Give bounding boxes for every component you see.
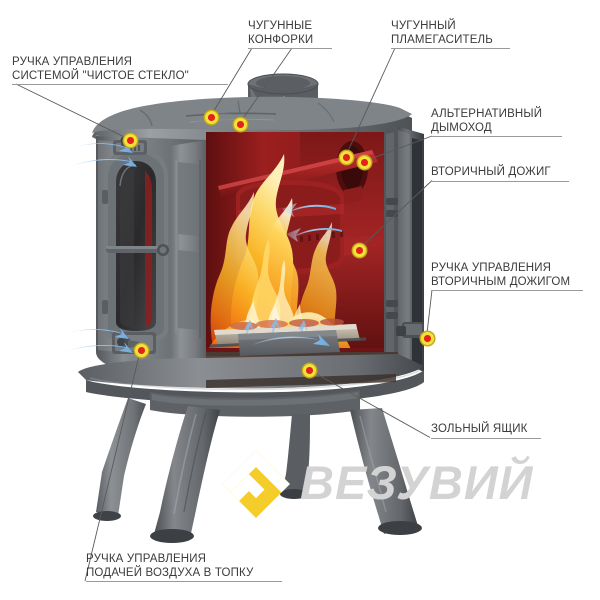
callout-dot-ash-box[interactable] xyxy=(302,363,317,378)
primary-air-jets xyxy=(242,318,308,352)
right-open-door xyxy=(384,126,424,372)
callout-dot-air-supply-handle[interactable] xyxy=(134,343,149,358)
callout-dot-alternative-chimney[interactable] xyxy=(357,155,372,170)
callout-label-line: СИСТЕМОЙ "ЧИСТОЕ СТЕКЛО" xyxy=(12,69,189,82)
callout-underline xyxy=(391,48,510,49)
leader-line-secondary-afterburn-handle xyxy=(426,289,433,338)
door-handle xyxy=(106,244,169,256)
left-side-door xyxy=(102,148,169,344)
brand-watermark-text: ВЕЗУВИЙ xyxy=(300,456,534,509)
callout-underline xyxy=(431,136,562,137)
brand-watermark: ВЕЗУВИЙ xyxy=(212,449,532,519)
callout-underline xyxy=(431,437,541,439)
leader-line-air-supply-handle xyxy=(84,349,141,582)
leader-line-ash-box xyxy=(308,369,431,438)
leader-line-secondary-afterburn xyxy=(358,180,433,250)
leader-line-cast-iron-burner-rings xyxy=(210,47,253,117)
leader-line-cast-iron-burner-rings-2 xyxy=(239,47,293,124)
callout-label-line: РУЧКА УПРАВЛЕНИЯ xyxy=(12,56,133,68)
callout-label-line: ВТОРИЧНЫМ ДОЖИГОМ xyxy=(431,275,571,288)
callout-label-line: ПЛАМЕГАСИТЕЛЬ xyxy=(391,33,493,46)
callout-label-line: ВТОРИЧНЫЙ ДОЖИГ xyxy=(431,166,551,178)
callout-underline xyxy=(12,84,228,85)
leader-line-cast-iron-flame-arrester xyxy=(345,47,396,157)
callout-label-line: ПОДАЧЕЙ ВОЗДУХА В ТОПКУ xyxy=(86,566,254,579)
callout-label-line: КОНФОРКИ xyxy=(248,33,314,46)
callout-underline xyxy=(248,48,332,49)
stove-legs xyxy=(93,398,422,543)
callout-label-line: РУЧКА УПРАВЛЕНИЯ xyxy=(86,553,207,565)
secondary-burn-handle xyxy=(396,322,424,338)
callout-dot-cast-iron-burner-rings[interactable] xyxy=(204,110,219,125)
callout-dot-clean-glass-handle[interactable] xyxy=(123,133,138,148)
callout-underline xyxy=(431,180,569,182)
callout-dot-secondary-afterburn[interactable] xyxy=(352,243,367,258)
callout-label-line: ЧУГУННЫЕ xyxy=(248,20,313,32)
callout-label-ash-box: ЗОЛЬНЫЙ ЯЩИК xyxy=(431,423,528,437)
callout-label-line: РУЧКА УПРАВЛЕНИЯ xyxy=(431,262,552,274)
callout-underline xyxy=(431,290,583,291)
secondary-air-arrows xyxy=(282,203,342,242)
ash-box-drawer xyxy=(238,330,340,356)
leader-line-alternative-chimney xyxy=(363,135,433,162)
air-intake-arrows-top xyxy=(62,142,137,168)
vezuviy-logo-icon xyxy=(222,450,290,518)
callout-label-line: АЛЬТЕРНАТИВНЫЙ xyxy=(431,108,543,120)
stove-left-body xyxy=(96,136,206,378)
firebox-interior xyxy=(206,132,398,352)
air-intake-arrows-bottom xyxy=(58,328,133,353)
callout-label-line: ЧУГУННЫЙ xyxy=(391,20,456,32)
callout-label-secondary-afterburn: ВТОРИЧНЫЙ ДОЖИГ xyxy=(431,166,551,180)
callout-label-line: ДЫМОХОД xyxy=(431,121,492,134)
leader-line-clean-glass-handle xyxy=(15,83,130,140)
callout-label-line: ЗОЛЬНЫЙ ЯЩИК xyxy=(431,423,528,435)
callout-dot-secondary-afterburn-handle[interactable] xyxy=(420,331,435,346)
callout-dot-cast-iron-burner-rings-2[interactable] xyxy=(233,117,248,132)
callout-dot-cast-iron-flame-arrester[interactable] xyxy=(339,150,354,165)
callout-underline xyxy=(86,581,282,582)
